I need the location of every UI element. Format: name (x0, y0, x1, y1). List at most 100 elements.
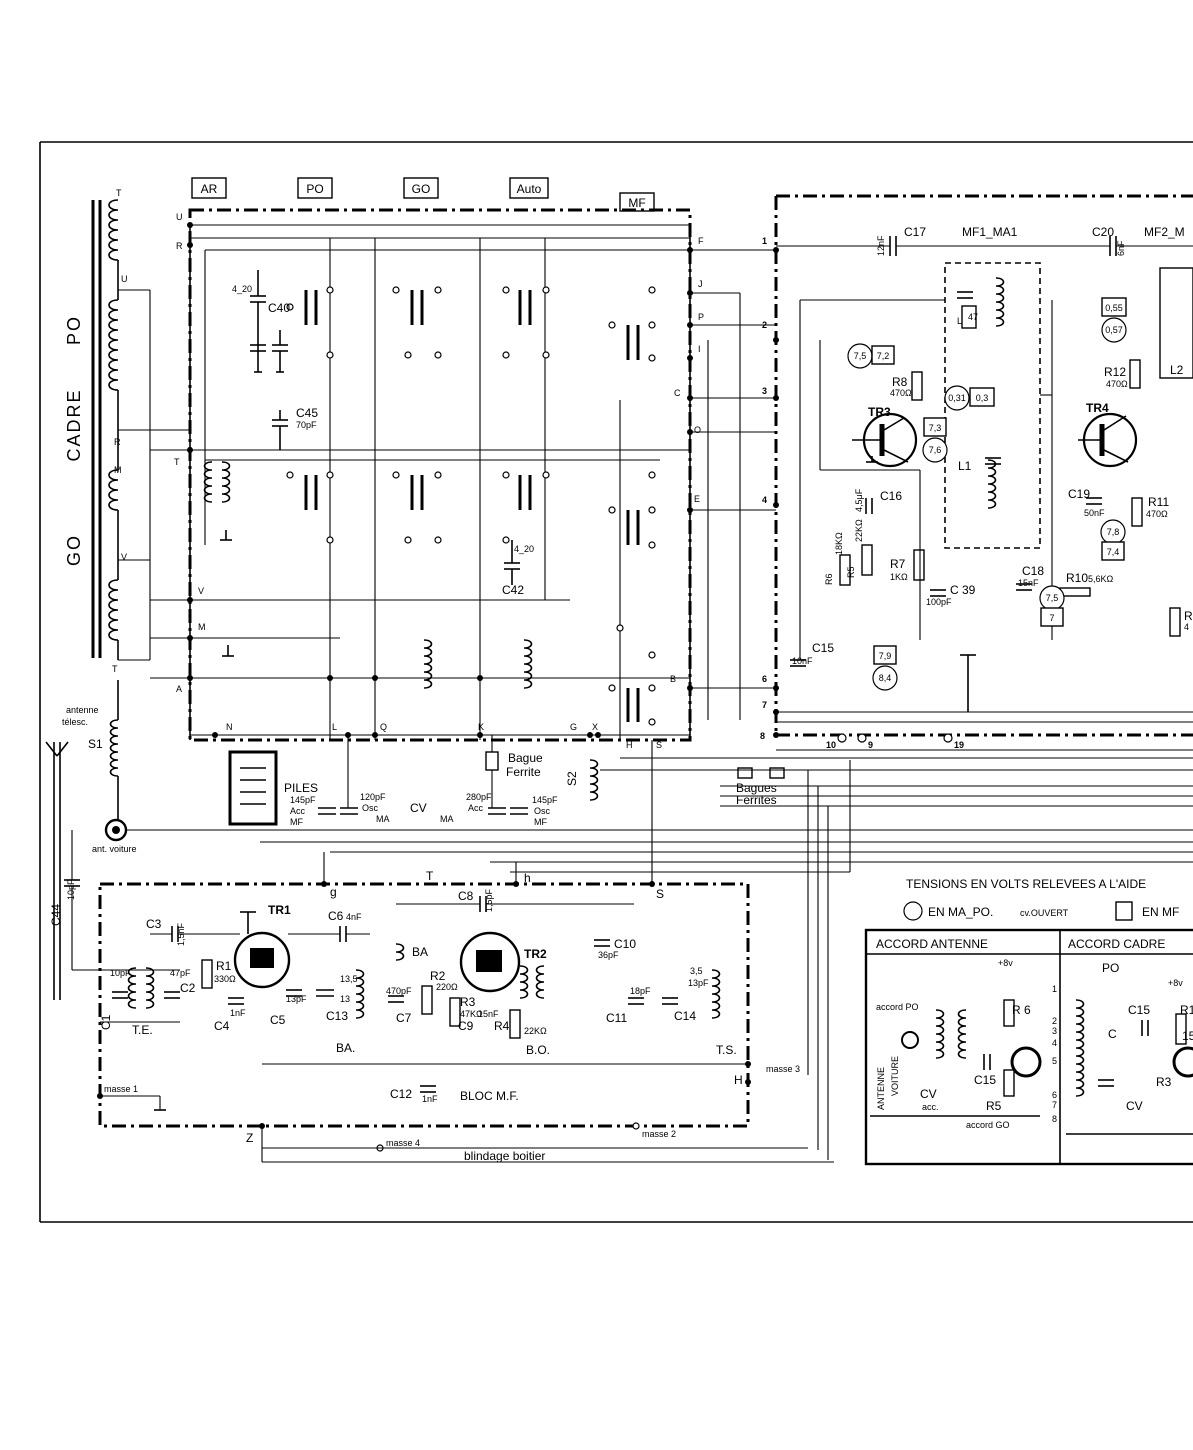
switch-contact-3d (608, 624, 656, 726)
bo-label: B.O. (526, 1043, 550, 1057)
c3-label: C3 (146, 917, 162, 931)
telescopic-antenna: antenne télesc. S1 ant. voiture (45, 680, 330, 1000)
page-frame (39, 141, 1193, 1223)
c10-value: 36pF (598, 950, 619, 960)
r6-label: R6 (824, 573, 834, 585)
r1-value: 330Ω (214, 974, 236, 984)
tr3-stage: TR3 R8 470Ω (852, 371, 923, 468)
inset-pin-2: 2 (1052, 1016, 1057, 1026)
bloc-mf-grounds: masse 1 H masse 3 Z C12 1nF BLOC M.F. ma… (97, 1061, 834, 1163)
node-p: P (698, 312, 704, 322)
inset-pin-5: 5 (1052, 1056, 1057, 1066)
c4-value: 1nF (230, 1008, 246, 1018)
detector-area: C16 4,5μF R6 18KΩ R5 22KΩ R7 1KΩ C 39 10… (790, 299, 1053, 712)
battery-and-cv: PILES 145pF Acc MF 120pF Osc CV MA MA 28… (228, 735, 785, 827)
r4-label: R4 (494, 1019, 510, 1033)
ferrites-label: Ferrites (736, 793, 777, 807)
r-right-label: R (1184, 609, 1193, 623)
inset-acc: acc. (922, 1102, 939, 1112)
masse-1: masse 1 (104, 1084, 138, 1094)
r6-resistor (839, 554, 851, 586)
node-c: C (674, 388, 681, 398)
switch-contact-1c (502, 286, 550, 359)
c1-value: 10pF (110, 968, 131, 978)
r12-label: R12 (1104, 365, 1126, 379)
c14-value-2: 13pF (688, 978, 709, 988)
inset-r6: R 6 (1012, 1003, 1031, 1017)
c45-value: 70pF (296, 420, 317, 430)
blindage-label: blindage boitier (464, 1149, 545, 1163)
switch-contact-1d (608, 286, 656, 362)
c8-value: 1,5pF (484, 888, 494, 912)
switch-contact-2a (286, 471, 334, 544)
c42-value: 4_20 (514, 544, 534, 554)
node-k: K (478, 722, 484, 732)
cv-ma-1: MA (376, 814, 390, 824)
bloc-top-s: S (656, 887, 664, 901)
node-x: X (592, 722, 598, 732)
mf-tab-box (619, 192, 655, 212)
c11-value: 18pF (630, 986, 651, 996)
c9-label: C9 (458, 1019, 474, 1033)
mf1-47-mark: 47 (968, 312, 978, 322)
node-u2: U (176, 212, 183, 222)
inset-antenne: ANTENNE (876, 1067, 886, 1110)
tr1-stage: TR1 C3 1,5nF C6 4nF R1 330Ω C4 1nF C1 10… (99, 903, 370, 1055)
inset-r3: R3 (1156, 1075, 1172, 1089)
r5-resistor (861, 544, 873, 576)
node-8: 8 (760, 731, 765, 741)
vtag-0-3: 0,3 (976, 393, 989, 403)
vtag-7-9: 7,9 (879, 651, 892, 661)
masse-2: masse 2 (642, 1129, 676, 1139)
node-r2: R (176, 241, 183, 251)
c5-label: C5 (270, 1013, 286, 1027)
switch-contact-2d (608, 471, 656, 549)
inset-r5: R5 (986, 1099, 1002, 1113)
masse-3: masse 3 (766, 1064, 800, 1074)
node-o: O (694, 425, 701, 435)
inset-r-right: R1 (1180, 1003, 1193, 1017)
vtag-0-57: 0,57 (1105, 325, 1123, 335)
c4-label: C4 (214, 1019, 230, 1033)
node-q: Q (380, 722, 387, 732)
accord-inset: ACCORD ANTENNE ACCORD CADRE PO +8v +8v R… (864, 928, 1193, 1166)
node-t2: T (174, 457, 180, 467)
ts-label: T.S. (716, 1043, 737, 1057)
band-tab-box-po (297, 177, 333, 199)
switch-contact-2c (502, 471, 550, 544)
c17-label: C17 (904, 225, 926, 239)
r11-label: R11 (1148, 495, 1169, 509)
r10-label: R10 (1066, 571, 1088, 585)
c44-label: C44 (49, 904, 63, 926)
inset-accord-go: accord GO (966, 1120, 1010, 1130)
cadre-node-m1: M (114, 465, 122, 475)
r12-value: 470Ω (1106, 379, 1128, 389)
inset-cv: CV (920, 1087, 937, 1101)
r4-resistor (509, 1009, 521, 1039)
inset-pin-3: 3 (1052, 1026, 1057, 1036)
cv-osc-1: Osc (362, 803, 379, 813)
c2-label: C2 (180, 981, 196, 995)
s1-label: S1 (88, 737, 103, 751)
antenna-label: antenne (66, 705, 99, 715)
c12-label: C12 (390, 1087, 412, 1101)
r10-value: 5,6KΩ (1088, 574, 1114, 584)
c18-value: 15nF (1018, 578, 1039, 588)
bloc-top-h: h (524, 871, 531, 885)
r7-value: 1KΩ (890, 572, 908, 582)
tr1-label: TR1 (268, 903, 291, 917)
switch-bottom-labels: N L Q K G X H S (226, 722, 662, 750)
node-l: L (332, 722, 337, 732)
vtag-7-6: 7,6 (929, 445, 942, 455)
c13-label: C13 (326, 1009, 348, 1023)
band-tab-go: GO (412, 182, 431, 196)
c16-label: C16 (880, 489, 902, 503)
band-tab-box-auto (509, 177, 549, 199)
mf-tab: MF (628, 196, 645, 210)
r5-value: 22KΩ (854, 519, 864, 542)
cv-label: CV (410, 801, 427, 815)
inset-pin-6: 6 (1052, 1090, 1057, 1100)
inset-accord-po: accord PO (876, 1002, 919, 1012)
vtag-7-2: 7,2 (877, 351, 890, 361)
mf2-label: MF2_M (1144, 225, 1185, 239)
